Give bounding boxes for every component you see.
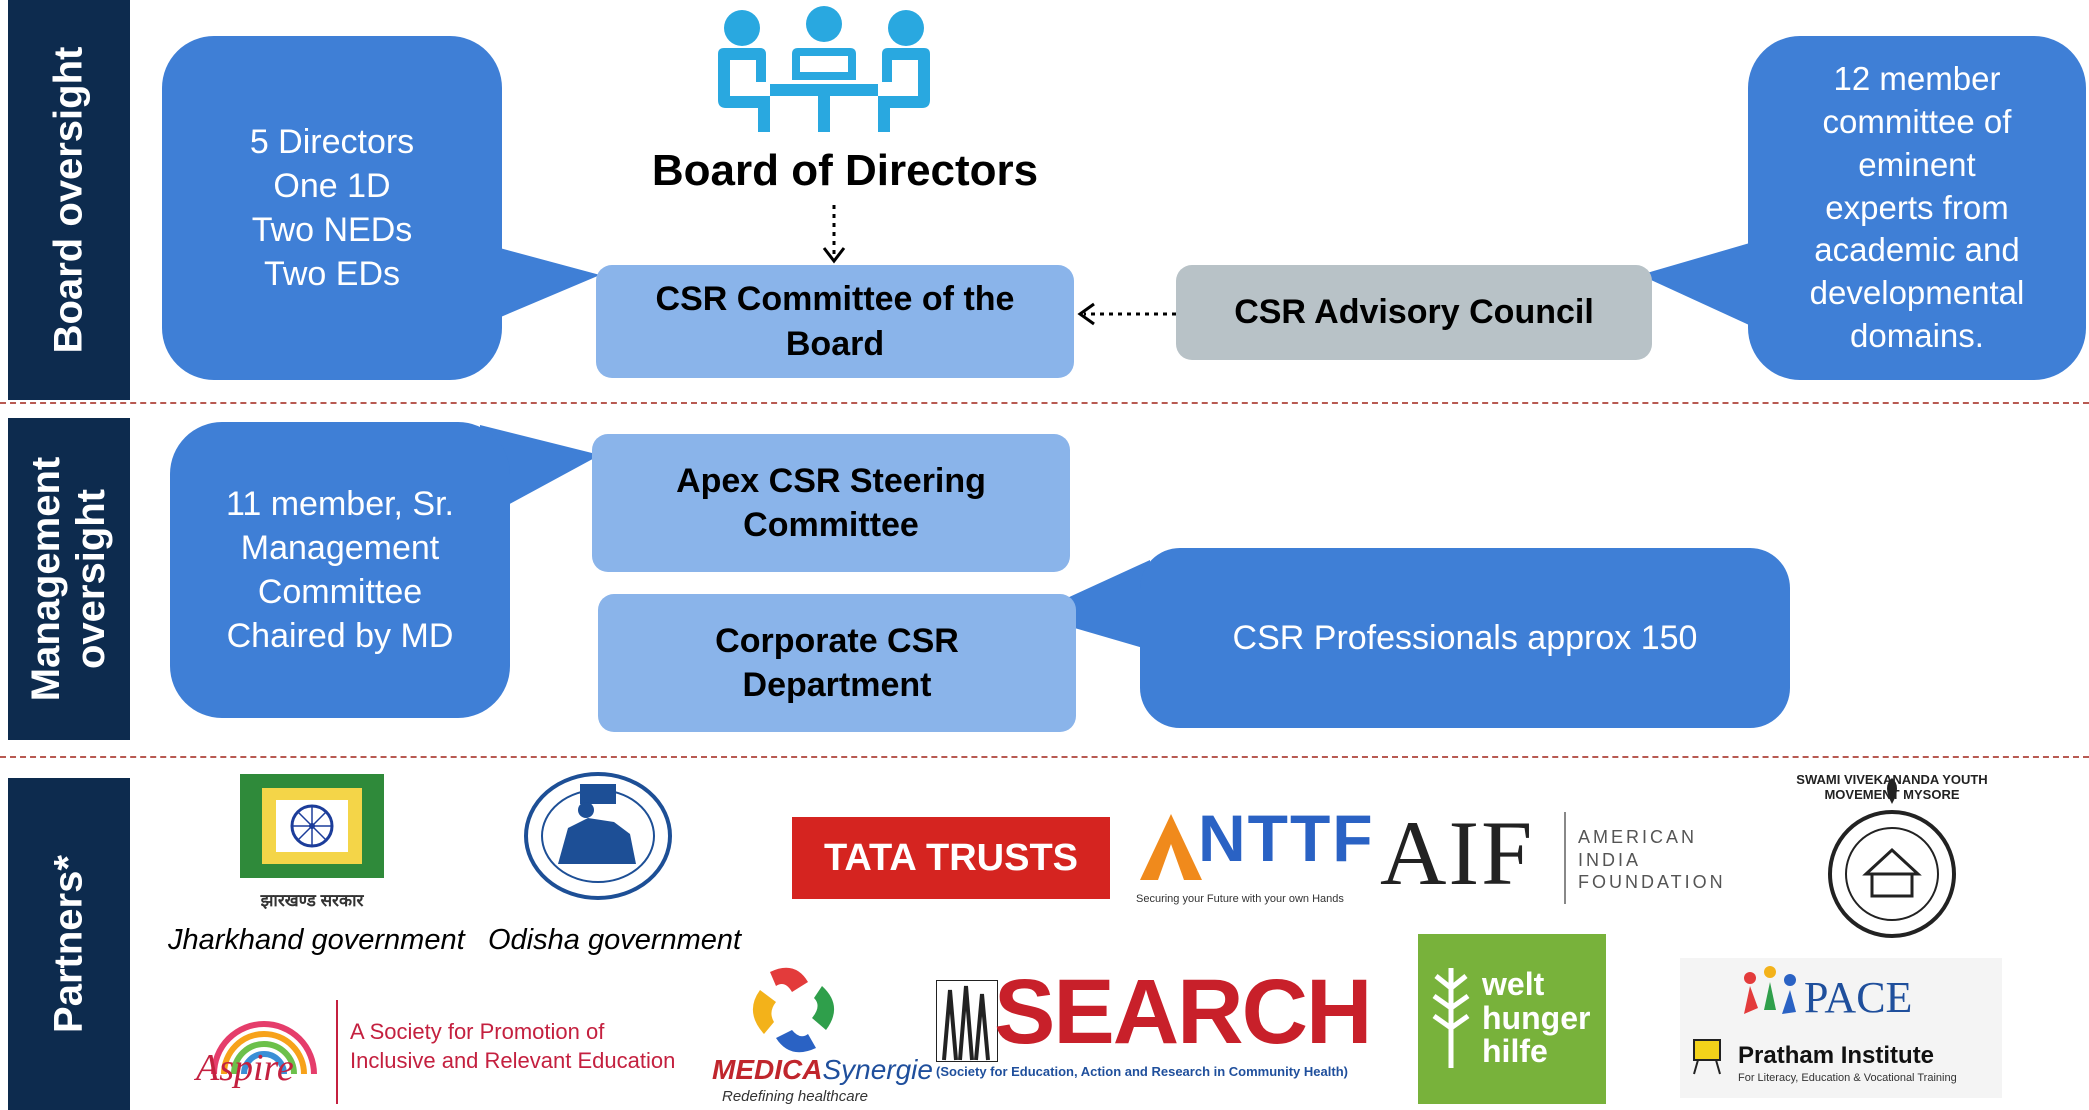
odisha-caption: Odisha government <box>488 924 742 956</box>
pace-name: PACE <box>1804 973 1913 1022</box>
csr-advisory-council-box: CSR Advisory Council <box>1176 265 1652 360</box>
aspire-name: Aspire <box>196 1047 294 1089</box>
meeting-table-icon <box>718 6 930 132</box>
odisha-seal-icon <box>524 772 672 900</box>
aif-full-name: AMERICAN INDIA FOUNDATION <box>1578 827 1726 892</box>
search-tagline: (Society for Education, Action and Resea… <box>936 1064 1348 1079</box>
search-name: SEARCH <box>994 961 1372 1063</box>
aif-short: AIF <box>1380 802 1535 904</box>
directors-bubble: 5 Directors One 1D Two NEDs Two EDs <box>162 36 502 380</box>
svym-ring-text: SWAMI VIVEKANANDA YOUTH MOVEMENT MYSORE <box>1796 772 1988 802</box>
sidebar-partners: Partners* <box>8 778 130 1110</box>
medica-name-part1: MEDICA <box>712 1054 823 1085</box>
nttf-name: NTTF <box>1198 800 1375 876</box>
aspire-rainbow-icon <box>211 1021 317 1075</box>
aif-divider <box>1564 812 1566 904</box>
aspire-tagline: A Society for Promotion of Inclusive and… <box>350 1019 676 1073</box>
pratham-easel-icon <box>1693 1039 1721 1075</box>
medica-name-part2: Synergie <box>822 1054 933 1085</box>
partners-label: Partners* <box>46 855 91 1033</box>
bubble-tails <box>470 205 1760 650</box>
board-of-directors-title: Board of Directors <box>651 146 1039 195</box>
sidebar-board-oversight: Board oversight <box>8 0 130 400</box>
section-divider <box>0 756 2089 758</box>
csr-committee-box: CSR Committee of the Board <box>596 265 1074 378</box>
pratham-name: Pratham Institute <box>1738 1042 1935 1069</box>
aspire-divider <box>336 1000 338 1104</box>
wheat-icon <box>1432 968 1470 1068</box>
jharkhand-seal-text: झारखण्ड सरकार <box>260 891 364 910</box>
pratham-tagline: For Literacy, Education & Vocational Tra… <box>1738 1072 1957 1084</box>
pace-pratham-logo: PACE Pratham Institute For Literacy, Edu… <box>1680 958 2002 1098</box>
medica-tagline: Redefining healthcare <box>722 1088 868 1105</box>
csr-professionals-bubble: CSR Professionals approx 150 <box>1140 548 1790 728</box>
corporate-csr-department-box: Corporate CSR Department <box>598 594 1076 732</box>
sr-management-bubble: 11 member, Sr. Management Committee Chai… <box>170 422 510 718</box>
welthungerhilfe-name: welt hunger hilfe <box>1482 966 1591 1070</box>
sidebar-management-oversight: Management oversight <box>8 418 130 740</box>
medica-synergie-icon <box>752 967 835 1053</box>
jharkhand-seal-icon <box>240 774 384 878</box>
nttf-tagline: Securing your Future with your own Hands <box>1136 893 1344 905</box>
tata-trusts-logo: TATA TRUSTS <box>792 817 1110 899</box>
advisory-members-bubble: 12 member committee of eminent experts f… <box>1748 36 2086 380</box>
welthungerhilfe-logo: welt hunger hilfe <box>1418 934 1606 1104</box>
medica-name: MEDICASynergie <box>712 1054 933 1086</box>
pace-figures-icon <box>1744 966 1796 1014</box>
nttf-triangle-icon <box>1140 814 1202 880</box>
nttf-name-text: NTTF <box>1198 801 1375 875</box>
search-trees-icon <box>936 980 998 1062</box>
svym-seal-icon <box>1828 778 1956 938</box>
section-divider <box>0 402 2089 404</box>
jharkhand-caption: Jharkhand government <box>168 924 465 956</box>
apex-steering-committee-box: Apex CSR Steering Committee <box>592 434 1070 572</box>
